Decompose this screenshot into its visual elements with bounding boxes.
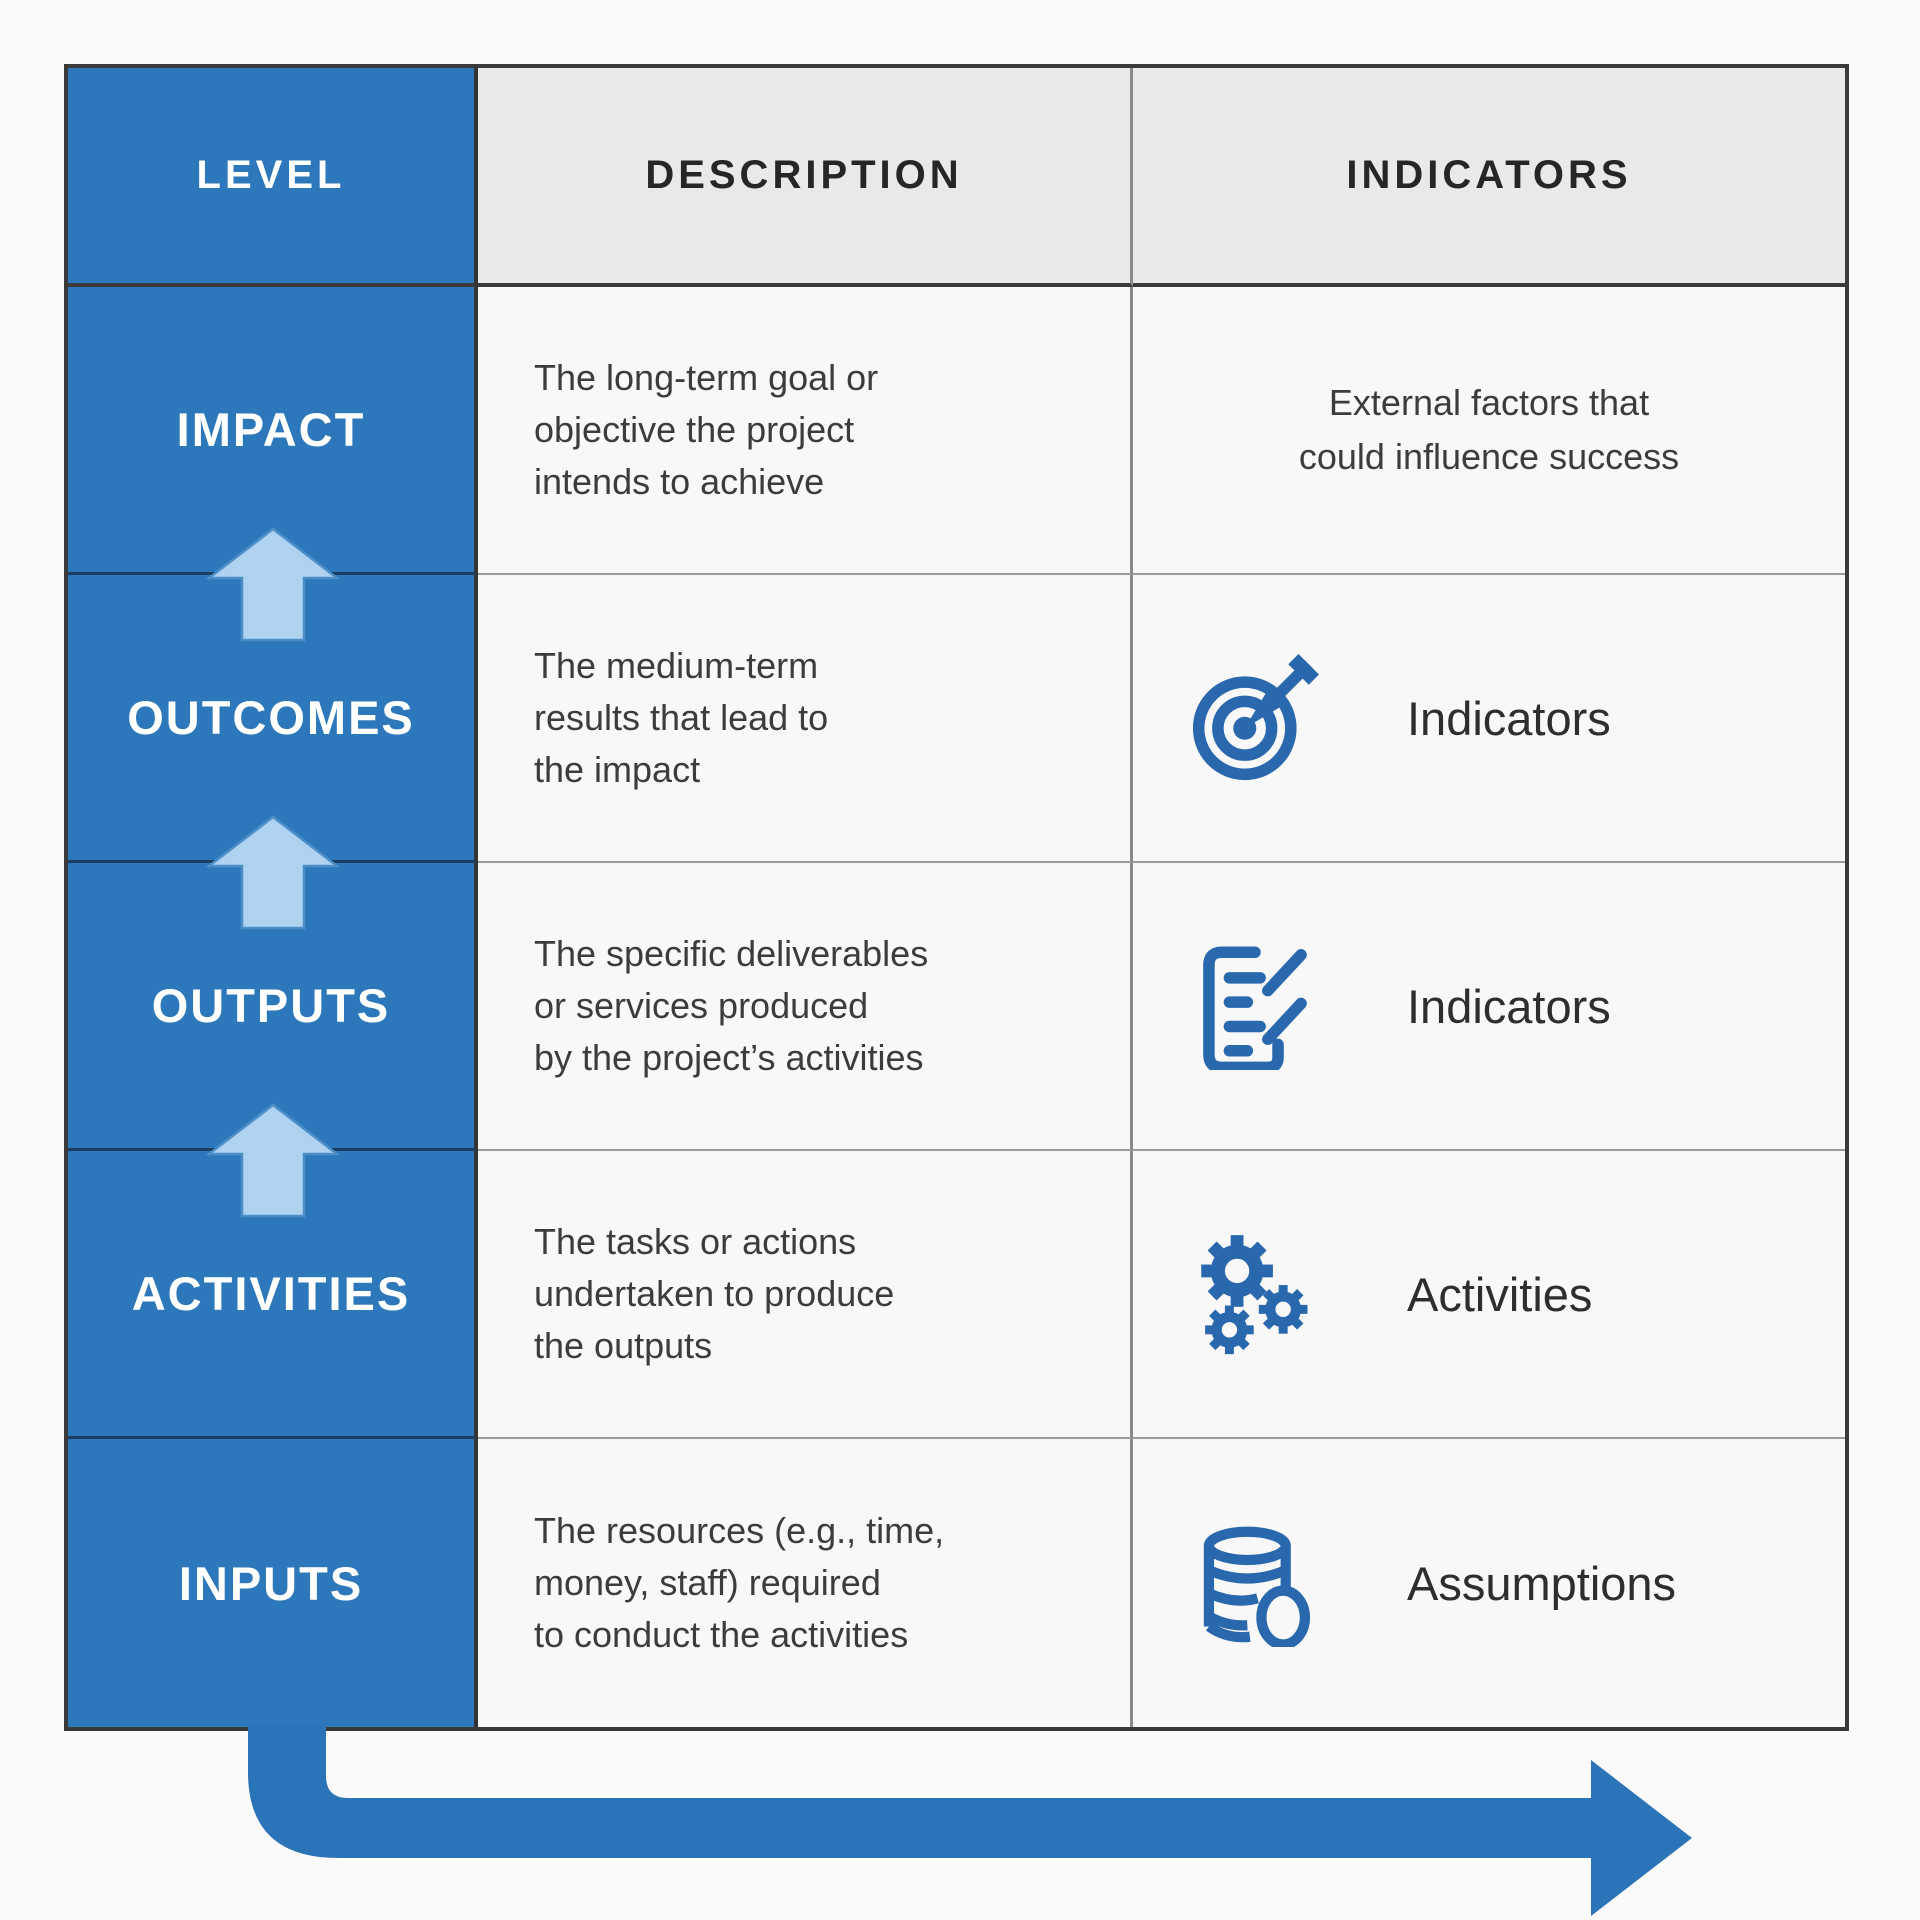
description-text: The resources (e.g., time, money, staff)… <box>534 1509 945 1656</box>
header-description-label: DESCRIPTION <box>645 153 963 197</box>
logframe-table: LEVEL DESCRIPTION INDICATORS IMPACT The … <box>64 64 1849 1731</box>
header-indicators-label: INDICATORS <box>1346 153 1632 197</box>
description-text: The long-term goal or objective the proj… <box>534 356 879 503</box>
description-text: The tasks or actions undertaken to produ… <box>534 1220 895 1367</box>
indicator-cell: External factors that could influence su… <box>1133 287 1845 575</box>
indicator-label: Activities <box>1407 1267 1593 1321</box>
indicator-label: Indicators <box>1407 979 1611 1033</box>
header-cell-level: LEVEL <box>68 68 478 287</box>
description-cell: The long-term goal or objective the proj… <box>478 287 1133 575</box>
up-arrow-icon <box>206 815 340 930</box>
indicator-label: Assumptions <box>1407 1556 1677 1610</box>
checklist-icon <box>1191 942 1319 1070</box>
header-level-label: LEVEL <box>196 153 346 197</box>
description-cell: The tasks or actions undertaken to produ… <box>478 1151 1133 1439</box>
up-arrow-icon <box>206 1103 340 1218</box>
level-label: OUTPUTS <box>151 979 391 1032</box>
description-cell: The resources (e.g., time, money, staff)… <box>478 1439 1133 1727</box>
description-cell: The medium-term results that lead to the… <box>478 575 1133 863</box>
target-icon <box>1191 654 1319 782</box>
level-label: ACTIVITIES <box>131 1267 411 1320</box>
level-cell-inputs: INPUTS <box>68 1439 478 1727</box>
header-cell-indicators: INDICATORS <box>1133 68 1845 287</box>
level-cell-impact: IMPACT <box>68 287 478 575</box>
level-label: OUTCOMES <box>127 691 415 744</box>
indicator-cell: Indicators <box>1133 575 1845 863</box>
indicator-cell: Indicators <box>1133 863 1845 1151</box>
indicator-label: Indicators <box>1407 691 1611 745</box>
indicator-text: External factors that could influence su… <box>1298 382 1680 477</box>
header-cell-description: DESCRIPTION <box>478 68 1133 287</box>
indicator-cell: Activities <box>1133 1151 1845 1439</box>
description-cell: The specific deliverables or services pr… <box>478 863 1133 1151</box>
indicator-cell: Assumptions <box>1133 1439 1845 1727</box>
level-label: IMPACT <box>176 403 366 456</box>
up-arrow-icon <box>206 527 340 642</box>
level-label: INPUTS <box>178 1556 364 1610</box>
description-text: The specific deliverables or services pr… <box>534 932 929 1079</box>
gears-icon <box>1191 1230 1319 1358</box>
database-icon <box>1191 1519 1319 1647</box>
description-text: The medium-term results that lead to the… <box>534 644 829 791</box>
